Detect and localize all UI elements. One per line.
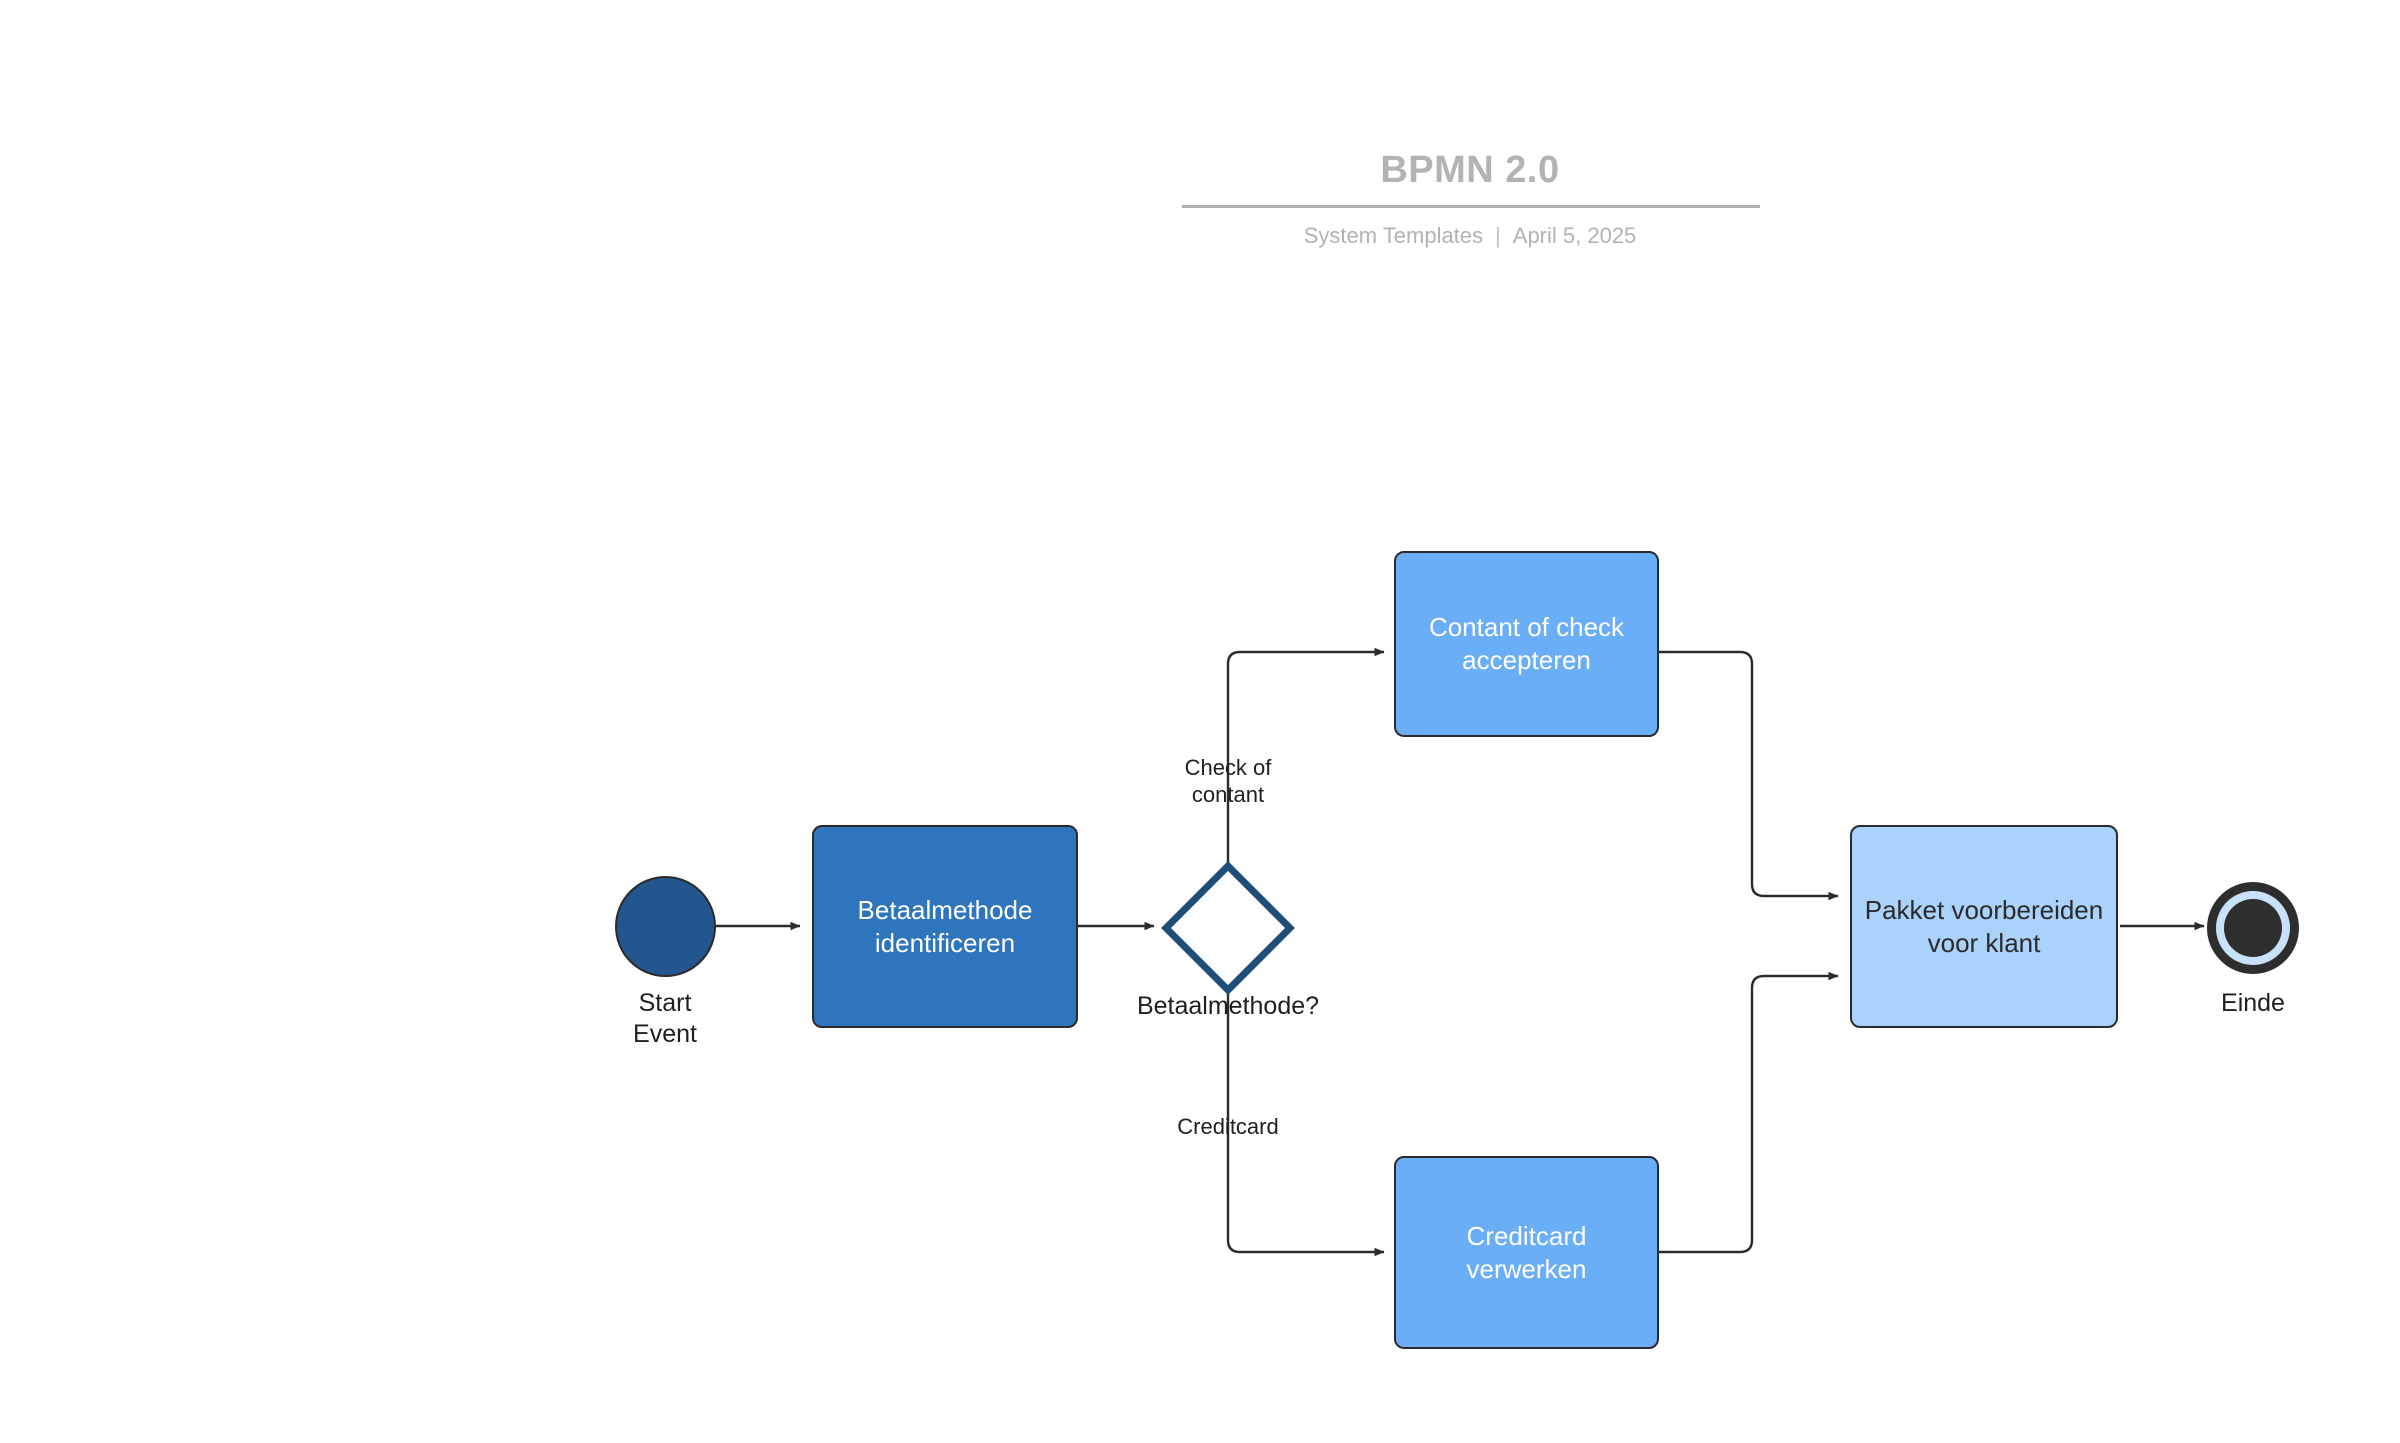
gateway-label: Betaalmethode? xyxy=(1136,992,1320,1020)
edge-gateway-to-creditcard xyxy=(1226,990,1385,1257)
end-event-core xyxy=(2224,899,2282,957)
task-prepare-package[interactable]: Pakket voorbereiden voor klant xyxy=(1850,825,2118,1028)
task-accept-cash-or-check-label: Contant of check accepteren xyxy=(1428,612,1625,675)
task-prepare-package-label: Pakket voorbereiden voor klant xyxy=(1864,894,2104,958)
task-identify-payment-method[interactable]: Betaalmethode identificeren xyxy=(812,825,1078,1028)
task-process-creditcard[interactable]: Creditcard verwerken xyxy=(1394,1156,1659,1349)
gateway-shape[interactable] xyxy=(1161,861,1295,995)
edge-cash-to-prepare xyxy=(1659,650,1839,901)
edge-gateway-to-cash xyxy=(1226,647,1385,866)
task-accept-cash-or-check[interactable]: Contant of check accepteren xyxy=(1394,551,1659,737)
task-process-creditcard-label: Creditcard verwerken xyxy=(1466,1220,1587,1284)
end-event-node[interactable] xyxy=(2207,882,2299,974)
end-event-ring-gap xyxy=(2216,891,2290,965)
start-event-node[interactable] xyxy=(615,876,716,977)
start-event-label: Start Event xyxy=(633,989,697,1048)
edge-creditcard-to-prepare xyxy=(1659,971,1839,1254)
edge-label-creditcard: Creditcard xyxy=(1177,1114,1279,1139)
edge-label-check-of-contant: Check of contant xyxy=(1184,755,1272,807)
end-event-label: Einde xyxy=(2221,989,2285,1017)
task-identify-payment-method-label: Betaalmethode identificeren xyxy=(857,894,1033,958)
